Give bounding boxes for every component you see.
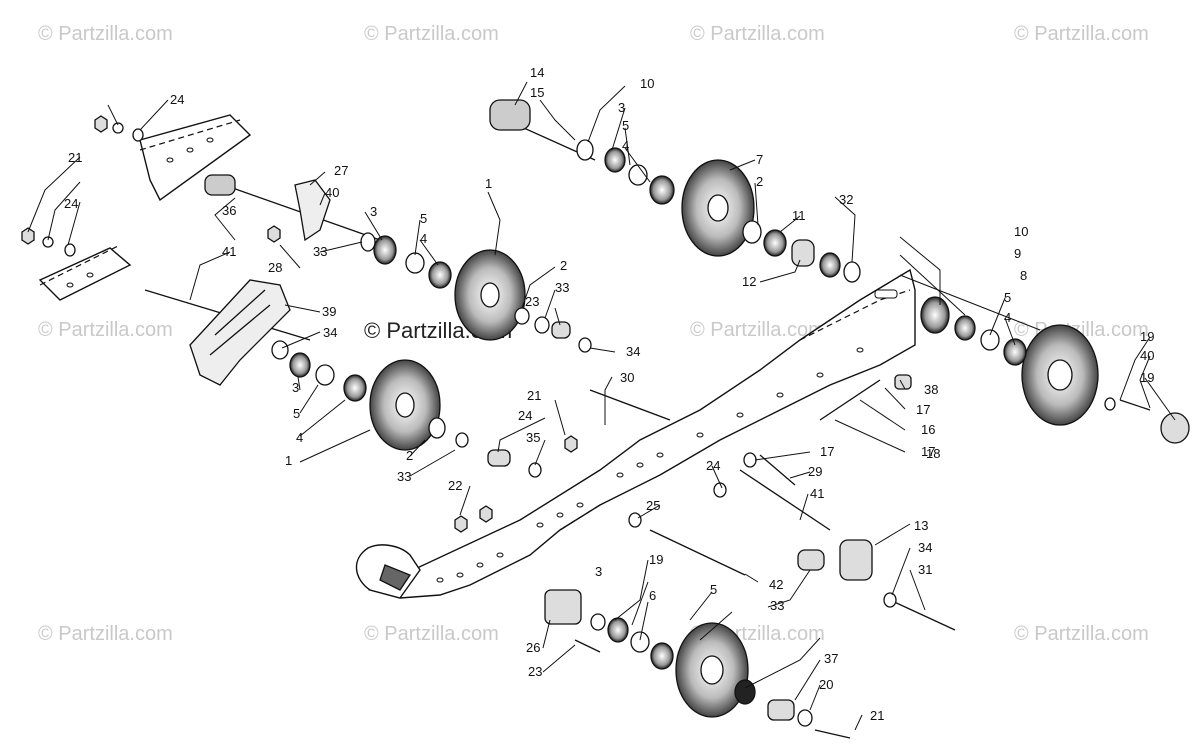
- callout-24: 24: [518, 408, 532, 423]
- suspension-arms: [189, 179, 331, 386]
- callout-33: 33: [555, 280, 569, 295]
- callout-4: 4: [420, 231, 427, 246]
- callout-41: 41: [810, 486, 824, 501]
- callout-40: 40: [325, 185, 339, 200]
- callout-15: 15: [530, 85, 544, 100]
- callout-9: 9: [1014, 246, 1021, 261]
- callout-35: 35: [526, 430, 540, 445]
- callout-27: 27: [334, 163, 348, 178]
- callout-7: 7: [756, 152, 763, 167]
- callout-33: 33: [770, 598, 784, 613]
- callout-13: 13: [914, 518, 928, 533]
- watermark-mid-1: © Partzilla.com: [38, 319, 173, 341]
- callout-2: 2: [406, 448, 413, 463]
- callout-41: 41: [222, 244, 236, 259]
- watermark-bot-4: © Partzilla.com: [1014, 623, 1149, 645]
- callout-38: 38: [924, 382, 938, 397]
- slide-rail-right: [355, 268, 916, 599]
- callout-10: 10: [640, 76, 654, 91]
- slide-rail-left: [38, 114, 252, 301]
- callout-10: 10: [1014, 224, 1028, 239]
- callout-34: 34: [626, 344, 640, 359]
- callout-5: 5: [1004, 290, 1011, 305]
- callout-21: 21: [527, 388, 541, 403]
- callout-29: 29: [808, 464, 822, 479]
- callout-42: 42: [769, 577, 783, 592]
- leader-lines: [27, 81, 1176, 731]
- callout-37: 37: [824, 651, 838, 666]
- callout-24: 24: [706, 458, 720, 473]
- callout-34: 34: [918, 540, 932, 555]
- callout-33: 33: [397, 469, 411, 484]
- callout-30: 30: [620, 370, 634, 385]
- callout-36: 36: [222, 203, 236, 218]
- callout-18: 18: [926, 446, 940, 461]
- callout-34: 34: [323, 325, 337, 340]
- idler-wheels: [369, 159, 1099, 718]
- callout-5: 5: [293, 406, 300, 421]
- callout-2: 2: [560, 258, 567, 273]
- callout-23: 23: [525, 294, 539, 309]
- callout-21: 21: [870, 708, 884, 723]
- watermark-mid-3: © Partzilla.com: [690, 319, 825, 341]
- watermark-top-4: © Partzilla.com: [1014, 23, 1149, 45]
- callout-28: 28: [268, 260, 282, 275]
- callout-3: 3: [595, 564, 602, 579]
- callout-23: 23: [528, 664, 542, 679]
- callout-39: 39: [322, 304, 336, 319]
- callout-16: 16: [921, 422, 935, 437]
- callout-24: 24: [170, 92, 184, 107]
- callout-4: 4: [296, 430, 303, 445]
- callout-4: 4: [1004, 310, 1011, 325]
- watermark-bot-2: © Partzilla.com: [364, 623, 499, 645]
- callout-24: 24: [64, 196, 78, 211]
- watermark-top-1: © Partzilla.com: [38, 23, 173, 45]
- callout-11: 11: [792, 208, 806, 223]
- callout-1: 1: [285, 453, 292, 468]
- callout-3: 3: [618, 100, 625, 115]
- callout-1: 1: [485, 176, 492, 191]
- nuts: [21, 115, 578, 533]
- callout-20: 20: [819, 677, 833, 692]
- watermark-top-2: © Partzilla.com: [364, 23, 499, 45]
- callout-5: 5: [622, 118, 629, 133]
- callout-6: 6: [649, 588, 656, 603]
- callout-40: 40: [1140, 348, 1154, 363]
- callout-21: 21: [68, 150, 82, 165]
- callout-14: 14: [530, 65, 544, 80]
- callout-4: 4: [622, 138, 629, 153]
- callout-22: 22: [448, 478, 462, 493]
- callout-8: 8: [1020, 268, 1027, 283]
- watermark-top-3: © Partzilla.com: [690, 23, 825, 45]
- callout-5: 5: [420, 211, 427, 226]
- callout-19: 19: [1140, 370, 1154, 385]
- callout-3: 3: [370, 204, 377, 219]
- callout-26: 26: [526, 640, 540, 655]
- callout-19: 19: [649, 552, 663, 567]
- callout-2: 2: [756, 174, 763, 189]
- callout-17: 17: [820, 444, 834, 459]
- callout-17: 17: [921, 444, 935, 459]
- callout-33: 33: [313, 244, 327, 259]
- callout-3: 3: [292, 380, 299, 395]
- callout-12: 12: [742, 274, 756, 289]
- watermark-bot-1: © Partzilla.com: [38, 623, 173, 645]
- callout-31: 31: [918, 562, 932, 577]
- callout-17: 17: [916, 402, 930, 417]
- callout-5: 5: [710, 582, 717, 597]
- callout-25: 25: [646, 498, 660, 513]
- callout-19: 19: [1140, 329, 1154, 344]
- callout-32: 32: [839, 192, 853, 207]
